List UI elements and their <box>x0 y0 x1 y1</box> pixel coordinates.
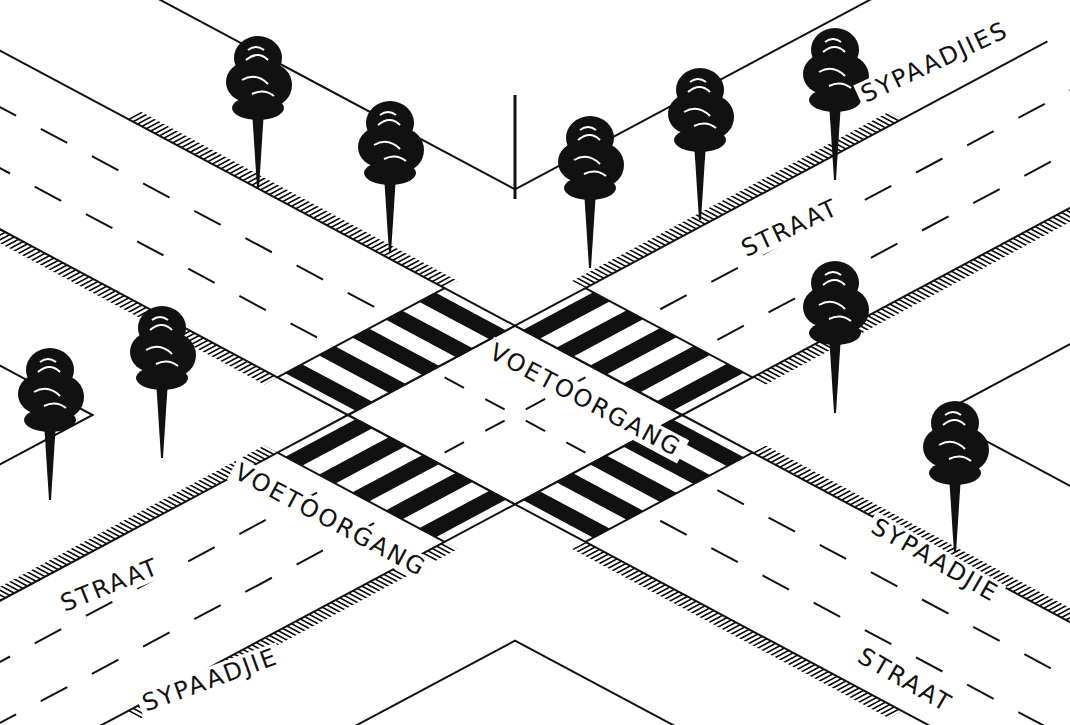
area-label: SYPAADJIE <box>135 642 285 718</box>
area-label: SYPAADJIES <box>854 15 1017 110</box>
area-label: SYPAADJIE <box>863 511 1006 609</box>
zebra-bar <box>419 491 506 538</box>
zebra-bar <box>657 364 744 411</box>
area-label: STRAAT <box>850 641 960 720</box>
area-label: STRAAT <box>734 192 847 263</box>
zebra-bar <box>419 293 506 340</box>
